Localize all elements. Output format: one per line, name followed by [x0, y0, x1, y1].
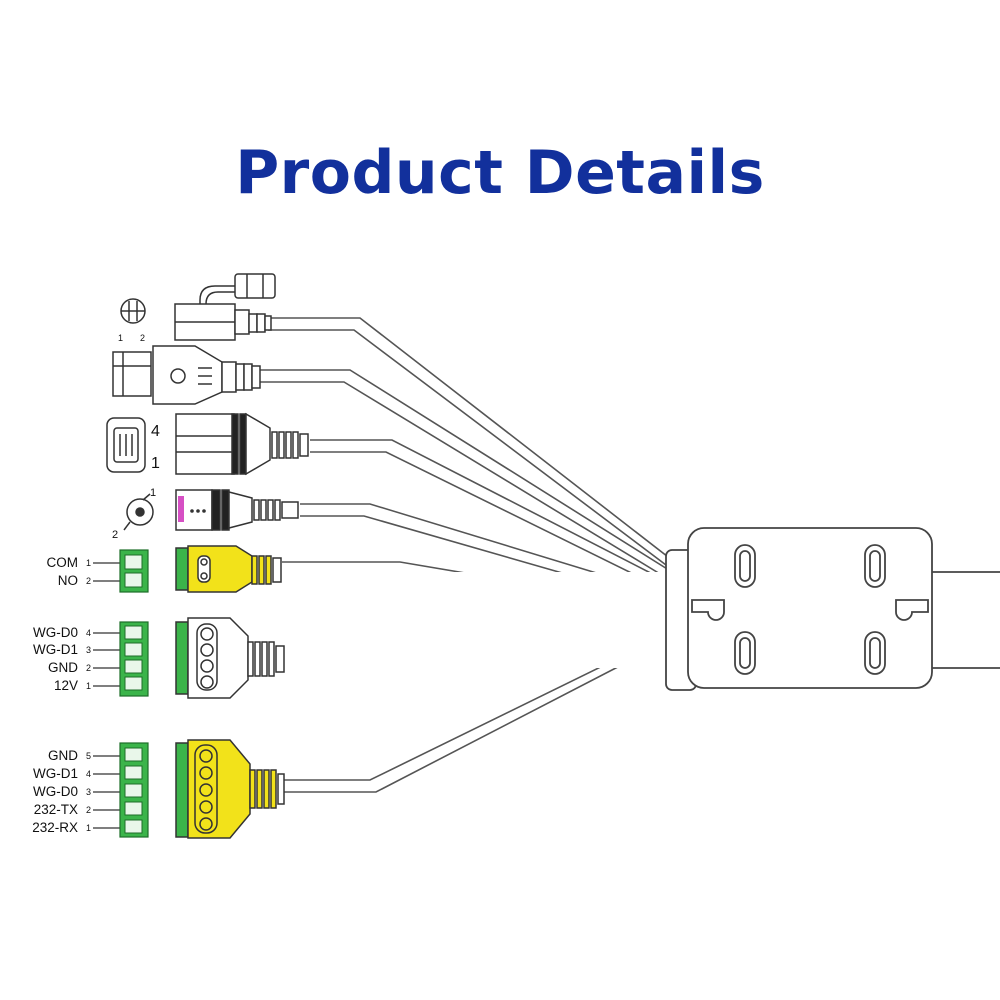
- rs232-label-232-rx: 232-RX: [32, 820, 78, 835]
- wiegand-pin-4: 4: [86, 628, 91, 638]
- rs232-connector: [175, 739, 285, 839]
- rs232-pin-3: 3: [86, 787, 91, 797]
- rs232-pin-1: 1: [86, 823, 91, 833]
- rs232-pin-5: 5: [86, 751, 91, 761]
- main-body: [1, 527, 1000, 691]
- wiegand-pin-1: 1: [86, 681, 91, 691]
- rs232-pin-4: 4: [86, 769, 91, 779]
- relay-label-com: COM: [47, 555, 79, 570]
- rs232-pin-2: 2: [86, 805, 91, 815]
- mount-slot-br: [864, 631, 886, 675]
- audio-pin-1: 1: [150, 487, 156, 499]
- audio-connector: 1 2: [112, 487, 299, 541]
- mount-slot-tl: [734, 544, 756, 588]
- relay-connector: [175, 545, 282, 593]
- wiegand-label-wg-d0: WG-D0: [33, 625, 78, 640]
- page-title: Product Details: [235, 138, 765, 208]
- mount-slot-bl: [734, 631, 756, 675]
- usb-port-icon: [106, 417, 146, 473]
- rs232-label-wg-d1: WG-D1: [33, 766, 78, 781]
- mount-slot-tr: [864, 544, 886, 588]
- cable-rs232: [282, 631, 673, 793]
- wiegand-terminal-block: WG-D0 WG-D1 GND 12V 4 3 2 1: [33, 621, 149, 697]
- dc-jack-pinout-icon: [120, 298, 146, 324]
- cable-dc: [268, 317, 673, 569]
- wiegand-pin-2: 2: [86, 663, 91, 673]
- dc-pin-1: 1: [118, 333, 123, 343]
- usb-connector: 4 1: [106, 412, 309, 476]
- usb-pin-4: 4: [151, 423, 160, 440]
- relay-pin-2: 2: [86, 576, 91, 586]
- usb-pin-1: 1: [151, 455, 160, 472]
- relay-pin-1: 1: [86, 558, 91, 568]
- audio-pin-2: 2: [112, 529, 118, 541]
- cables: [258, 317, 673, 793]
- wiegand-pin-3: 3: [86, 645, 91, 655]
- wiegand-connector: [175, 617, 285, 699]
- cable-rj45: [258, 369, 673, 581]
- rj45-connector: [112, 345, 261, 405]
- relay-terminal-block: COM NO 1 2: [47, 549, 149, 593]
- dc-pin-2: 2: [140, 333, 145, 343]
- cable-usb: [310, 439, 673, 593]
- wiegand-label-12v: 12V: [54, 678, 78, 693]
- rs232-label-wg-d0: WG-D0: [33, 784, 78, 799]
- audio-jack-icon: [123, 493, 154, 531]
- wiegand-label-gnd: GND: [48, 660, 78, 675]
- rs232-label-gnd: GND: [48, 748, 78, 763]
- rs232-terminal-block: GND WG-D1 WG-D0 232-TX 232-RX 5 4 3 2 1: [32, 742, 149, 838]
- dc-power-connector: 1 2: [118, 273, 276, 343]
- wiegand-label-wg-d1: WG-D1: [33, 642, 78, 657]
- relay-label-no: NO: [58, 573, 78, 588]
- rs232-label-232-tx: 232-TX: [34, 802, 78, 817]
